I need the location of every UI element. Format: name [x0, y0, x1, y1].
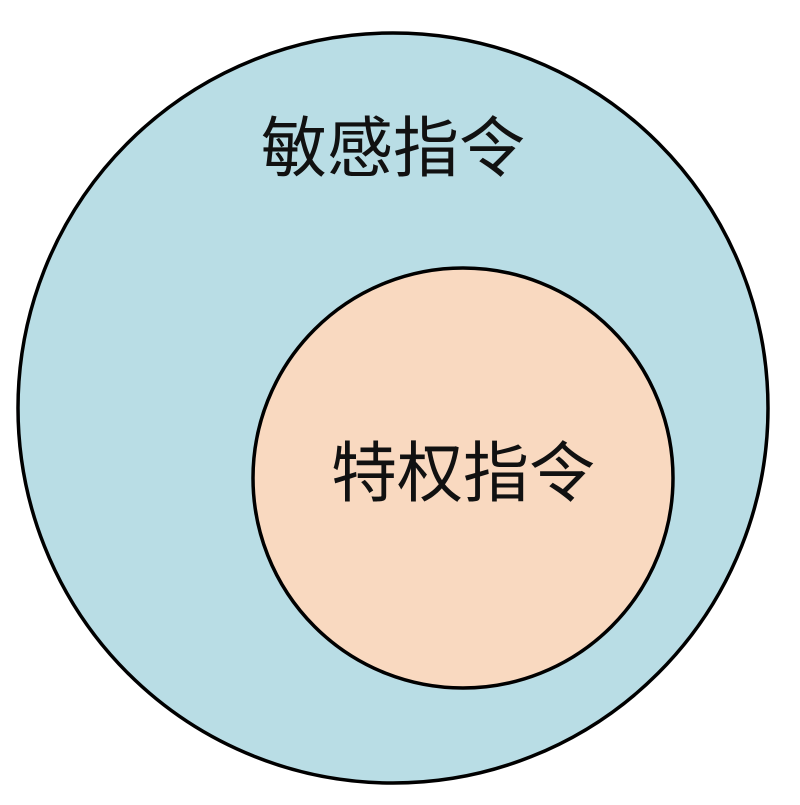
privileged-instructions-label: 特权指令: [331, 435, 595, 512]
privileged-instructions-circle: [251, 266, 675, 690]
sensitive-instructions-label: 敏感指令: [261, 110, 525, 187]
